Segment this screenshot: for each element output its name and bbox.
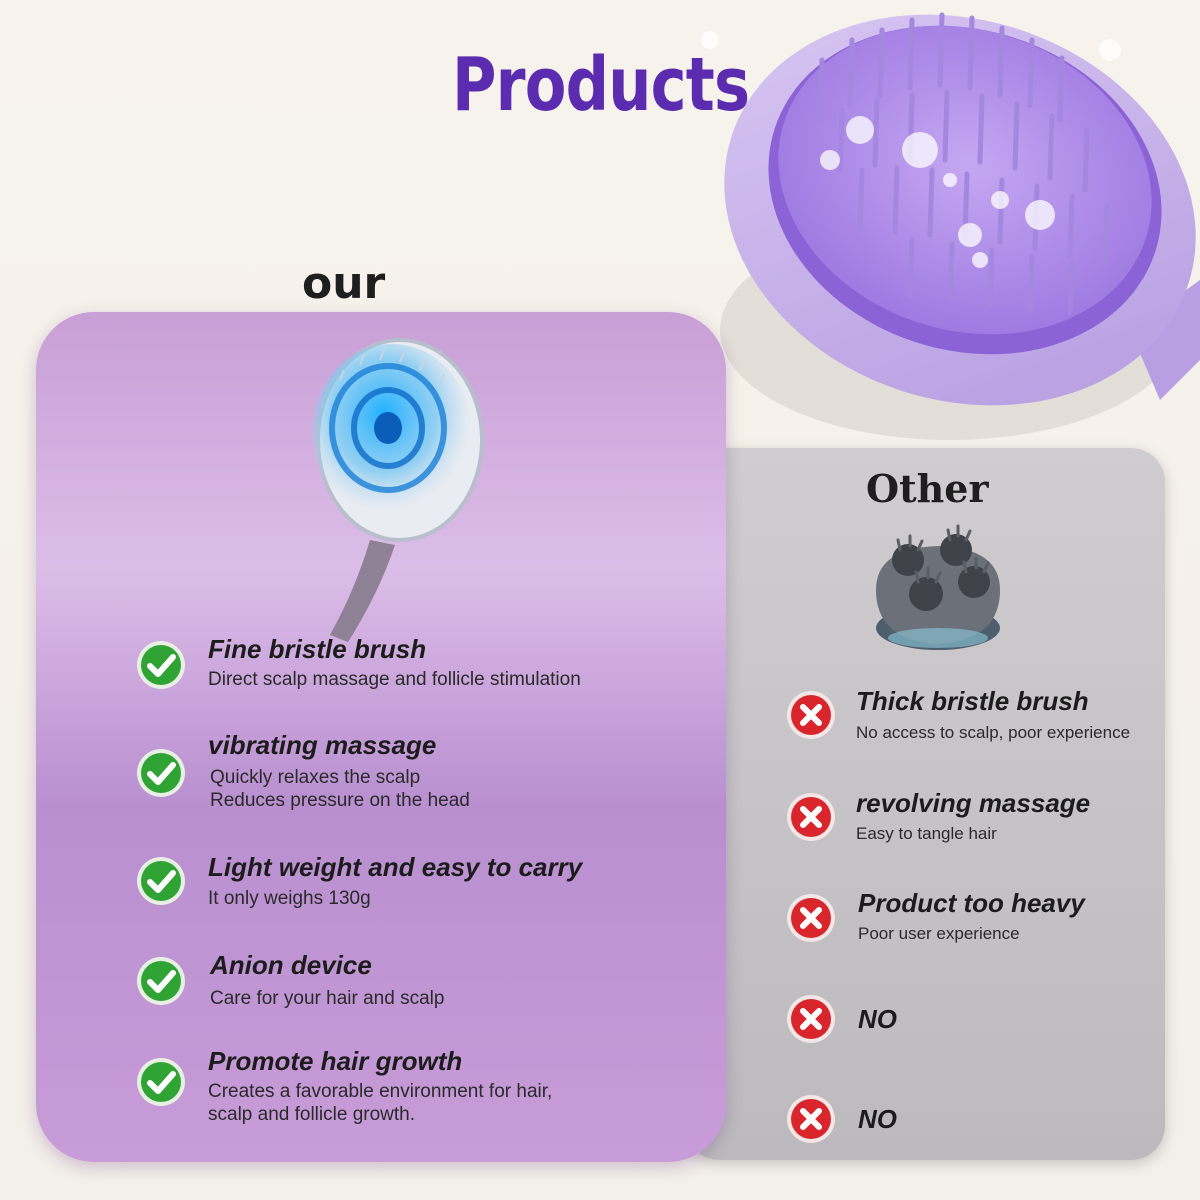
hero-brush-image [701,12,1200,440]
other-feature-title: Product too heavy [858,888,1085,918]
feature-title: vibrating massage [208,730,437,760]
page-title: Products [452,42,750,128]
feature-title: Fine bristle brush [208,634,427,664]
check-icon [137,749,185,797]
feature-title: Light weight and easy to carry [208,852,583,882]
check-icon [137,1058,185,1106]
other-massager-image [876,524,1000,650]
feature-title: Anion device [210,950,372,980]
other-feature-title: NO [858,1104,897,1134]
feature-desc: Creates a favorable environment for hair… [208,1081,553,1102]
our-label: our [302,258,386,309]
feature-desc: Care for your hair and scalp [210,988,445,1009]
cross-icon [787,995,835,1043]
check-icon [137,857,185,905]
cross-icon [787,1095,835,1143]
feature-desc: Quickly relaxes the scalp [210,767,421,788]
cross-icon [787,894,835,942]
check-icon [137,641,185,689]
other-label: Other [866,466,989,511]
other-feature-title: NO [858,1004,897,1034]
feature-title: Promote hair growth [208,1046,463,1076]
feature-desc: Reduces pressure on the head [210,790,470,811]
cross-icon [787,793,835,841]
our-brush-image [312,338,484,642]
cross-icon [787,691,835,739]
feature-desc: It only weighs 130g [208,888,371,909]
other-feature-desc: Easy to tangle hair [856,824,997,843]
feature-desc: scalp and follicle growth. [208,1104,415,1125]
other-feature-desc: No access to scalp, poor experience [856,723,1131,742]
check-icon [137,957,185,1005]
other-feature-desc: Poor user experience [858,924,1020,943]
other-feature-title: revolving massage [856,788,1091,818]
other-feature-title: Thick bristle brush [856,686,1089,716]
feature-desc: Direct scalp massage and follicle stimul… [208,669,581,690]
